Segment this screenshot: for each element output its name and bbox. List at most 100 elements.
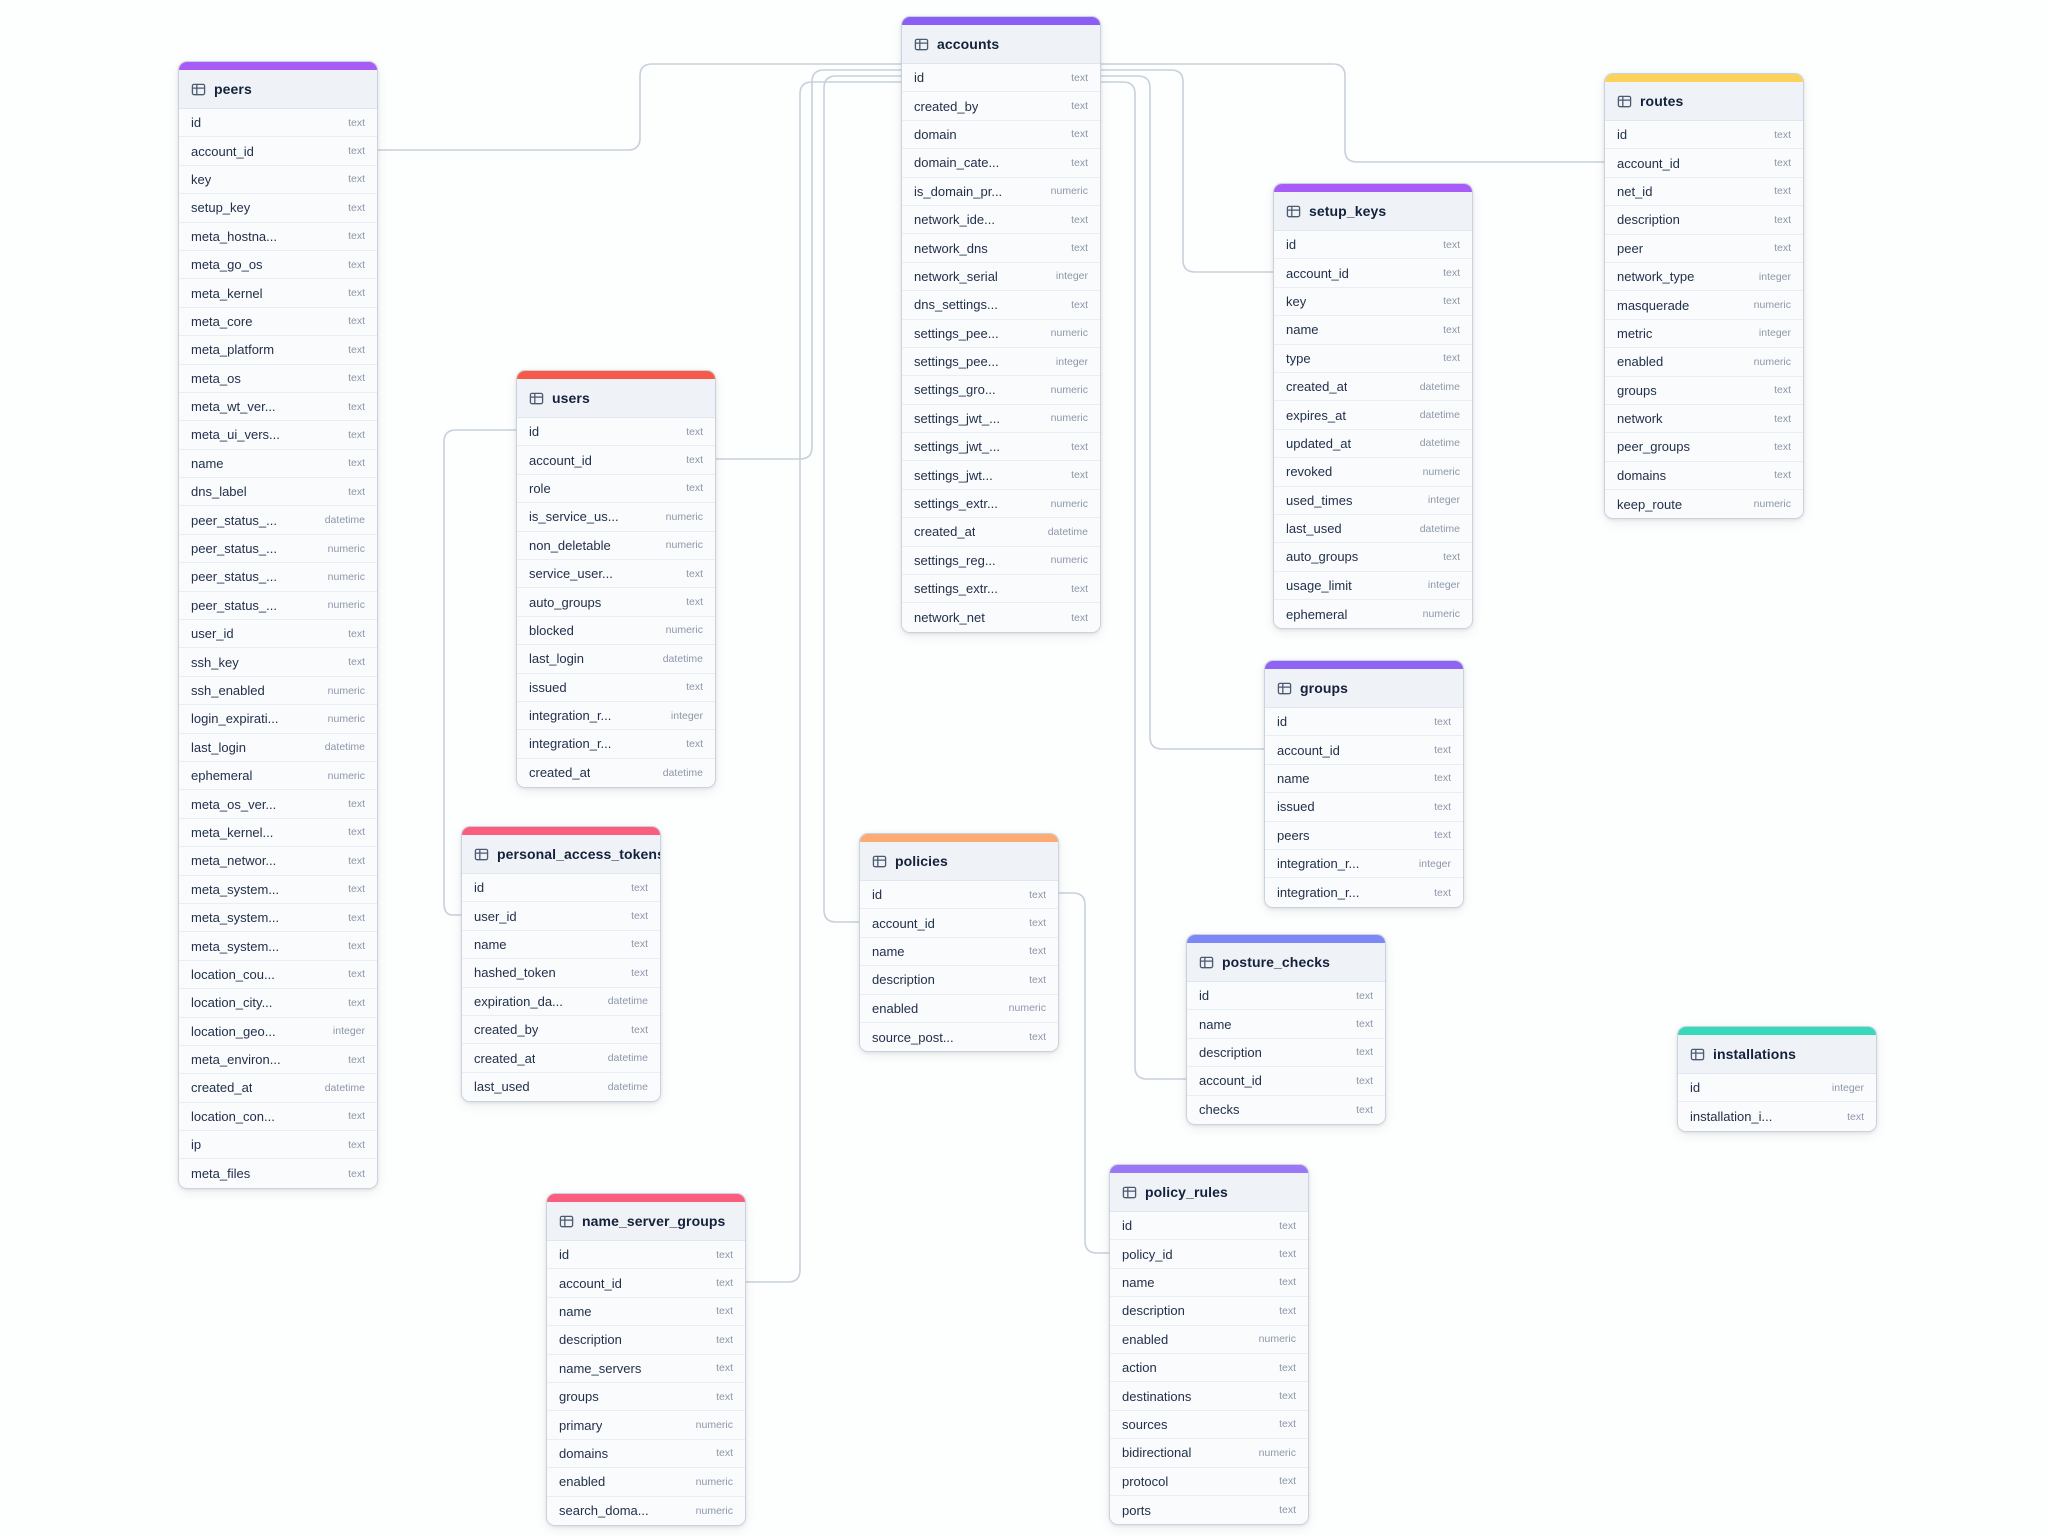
field-type: text bbox=[686, 454, 703, 467]
field-name: description bbox=[1617, 212, 1680, 228]
field-name: settings_jwt_... bbox=[914, 439, 1000, 455]
field-type: numeric bbox=[327, 712, 365, 725]
field-row: meta_ui_vers...text bbox=[179, 421, 377, 450]
field-row: location_geo...integer bbox=[179, 1017, 377, 1046]
table-icon bbox=[529, 391, 544, 406]
field-type: numeric bbox=[1258, 1446, 1296, 1459]
field-name: dns_settings... bbox=[914, 297, 998, 313]
field-name: account_id bbox=[1617, 155, 1680, 171]
table-name: personal_access_tokens bbox=[497, 846, 661, 862]
field-type: numeric bbox=[327, 570, 365, 583]
field-type: numeric bbox=[1050, 383, 1088, 396]
field-type: text bbox=[348, 343, 365, 356]
field-row: source_post...text bbox=[860, 1022, 1058, 1052]
table-header[interactable]: groups bbox=[1265, 669, 1463, 708]
field-name: created_at bbox=[529, 765, 591, 781]
table-header[interactable]: accounts bbox=[902, 25, 1100, 64]
field-type: numeric bbox=[695, 1419, 733, 1432]
field-type: text bbox=[1847, 1110, 1864, 1123]
field-type: text bbox=[1443, 352, 1460, 365]
table-header[interactable]: personal_access_tokens bbox=[462, 835, 660, 874]
field-name: settings_jwt_... bbox=[914, 410, 1000, 426]
table-header[interactable]: users bbox=[517, 379, 715, 418]
field-type: text bbox=[348, 1167, 365, 1180]
field-name: settings_reg... bbox=[914, 552, 996, 568]
field-name: ip bbox=[191, 1137, 202, 1153]
table-header[interactable]: routes bbox=[1605, 82, 1803, 121]
field-type: text bbox=[1279, 1304, 1296, 1317]
table-icon bbox=[1690, 1047, 1705, 1062]
table-color-bar bbox=[1274, 184, 1472, 192]
field-name: id bbox=[529, 424, 540, 440]
field-name: meta_system... bbox=[191, 910, 280, 926]
field-name: id bbox=[1286, 237, 1297, 253]
field-type: text bbox=[1774, 384, 1791, 397]
table-header[interactable]: posture_checks bbox=[1187, 943, 1385, 982]
field-name: created_at bbox=[474, 1050, 536, 1066]
field-row: integration_r...text bbox=[1265, 878, 1463, 907]
field-name: revoked bbox=[1286, 464, 1333, 480]
field-row: settings_extr...numeric bbox=[902, 489, 1100, 519]
field-name: hashed_token bbox=[474, 965, 556, 981]
table-header[interactable]: policy_rules bbox=[1110, 1173, 1308, 1212]
field-row: dns_settings...text bbox=[902, 291, 1100, 320]
field-name: account_id bbox=[191, 143, 254, 159]
table-color-bar bbox=[547, 1194, 745, 1202]
field-name: created_by bbox=[914, 98, 979, 114]
field-name: groups bbox=[1617, 382, 1657, 398]
field-type: text bbox=[1443, 238, 1460, 251]
field-row: settings_jwt...text bbox=[902, 461, 1100, 490]
field-type: text bbox=[348, 883, 365, 896]
field-type: text bbox=[716, 1305, 733, 1318]
table-header[interactable]: setup_keys bbox=[1274, 192, 1472, 231]
field-type: text bbox=[1443, 323, 1460, 336]
field-name: issued bbox=[529, 679, 567, 695]
field-type: numeric bbox=[1050, 327, 1088, 340]
table-header[interactable]: installations bbox=[1678, 1035, 1876, 1074]
field-name: name bbox=[872, 943, 905, 959]
field-name: name bbox=[1277, 770, 1310, 786]
field-row: meta_wt_ver...text bbox=[179, 392, 377, 422]
field-type: datetime bbox=[324, 741, 365, 754]
field-name: last_used bbox=[474, 1079, 530, 1095]
field-type: text bbox=[686, 567, 703, 580]
field-row: meta_system...text bbox=[179, 932, 377, 961]
table-header[interactable]: peers bbox=[179, 70, 377, 109]
field-type: text bbox=[1434, 772, 1451, 785]
field-row: login_expirati...numeric bbox=[179, 705, 377, 734]
field-type: numeric bbox=[1050, 412, 1088, 425]
table-header[interactable]: name_server_groups bbox=[547, 1202, 745, 1241]
field-type: text bbox=[686, 681, 703, 694]
field-type: numeric bbox=[1753, 498, 1791, 511]
table-header[interactable]: policies bbox=[860, 842, 1058, 881]
field-type: text bbox=[1279, 1248, 1296, 1261]
